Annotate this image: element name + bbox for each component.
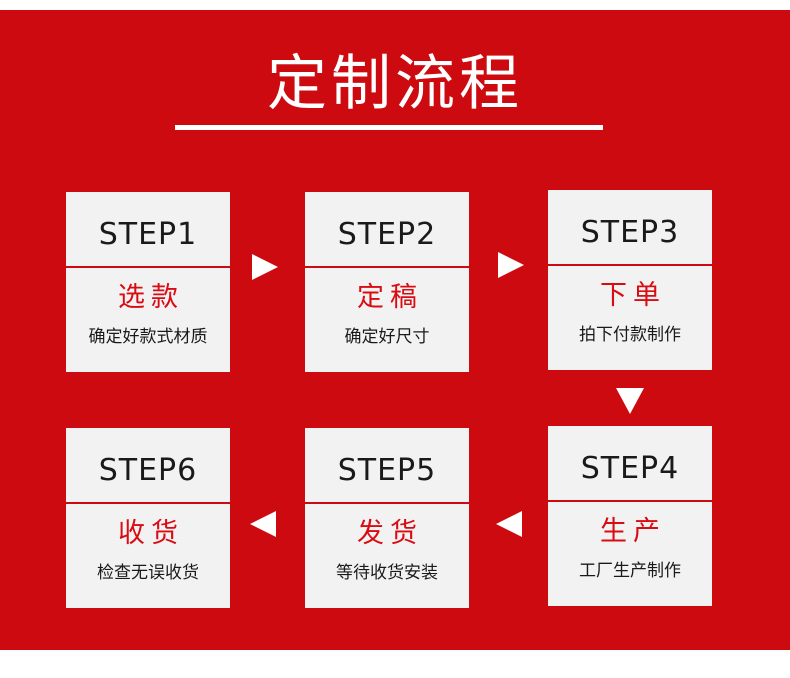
- step-card-6: STEP6 收货 检查无误收货: [66, 428, 230, 608]
- step-card-4: STEP4 生产 工厂生产制作: [548, 426, 712, 606]
- step-divider: [548, 500, 712, 502]
- step-card-2: STEP2 定稿 确定好尺寸: [305, 192, 469, 372]
- step-description: 拍下付款制作: [579, 325, 681, 345]
- step-number: STEP5: [337, 453, 437, 488]
- triangle-left-icon: [496, 511, 522, 537]
- step-name: 选款: [118, 282, 184, 313]
- triangle-down-icon: [616, 388, 644, 414]
- step-card-1: STEP1 选款 确定好款式材质: [66, 192, 230, 372]
- step-number: STEP4: [580, 451, 680, 486]
- step-name: 下单: [600, 280, 666, 311]
- triangle-right-icon: [498, 252, 524, 278]
- step-number: STEP3: [580, 215, 680, 250]
- step-description: 工厂生产制作: [579, 561, 681, 581]
- title-underline: [175, 125, 603, 130]
- step-name: 生产: [600, 516, 666, 547]
- step-number: STEP6: [98, 453, 198, 488]
- step-description: 等待收货安装: [336, 563, 438, 583]
- step-divider: [305, 266, 469, 268]
- step-card-3: STEP3 下单 拍下付款制作: [548, 190, 712, 370]
- step-name: 收货: [118, 518, 184, 549]
- step-divider: [305, 502, 469, 504]
- triangle-right-icon: [252, 254, 278, 280]
- step-number: STEP1: [98, 217, 198, 252]
- triangle-left-icon: [250, 511, 276, 537]
- step-description: 检查无误收货: [97, 563, 199, 583]
- step-card-5: STEP5 发货 等待收货安装: [305, 428, 469, 608]
- step-name: 发货: [357, 518, 423, 549]
- step-description: 确定好款式材质: [88, 327, 208, 347]
- step-name: 定稿: [357, 282, 423, 313]
- step-divider: [66, 502, 230, 504]
- step-description: 确定好尺寸: [344, 327, 430, 347]
- step-divider: [548, 264, 712, 266]
- step-divider: [66, 266, 230, 268]
- page-title: 定制流程: [267, 49, 523, 119]
- step-number: STEP2: [337, 217, 437, 252]
